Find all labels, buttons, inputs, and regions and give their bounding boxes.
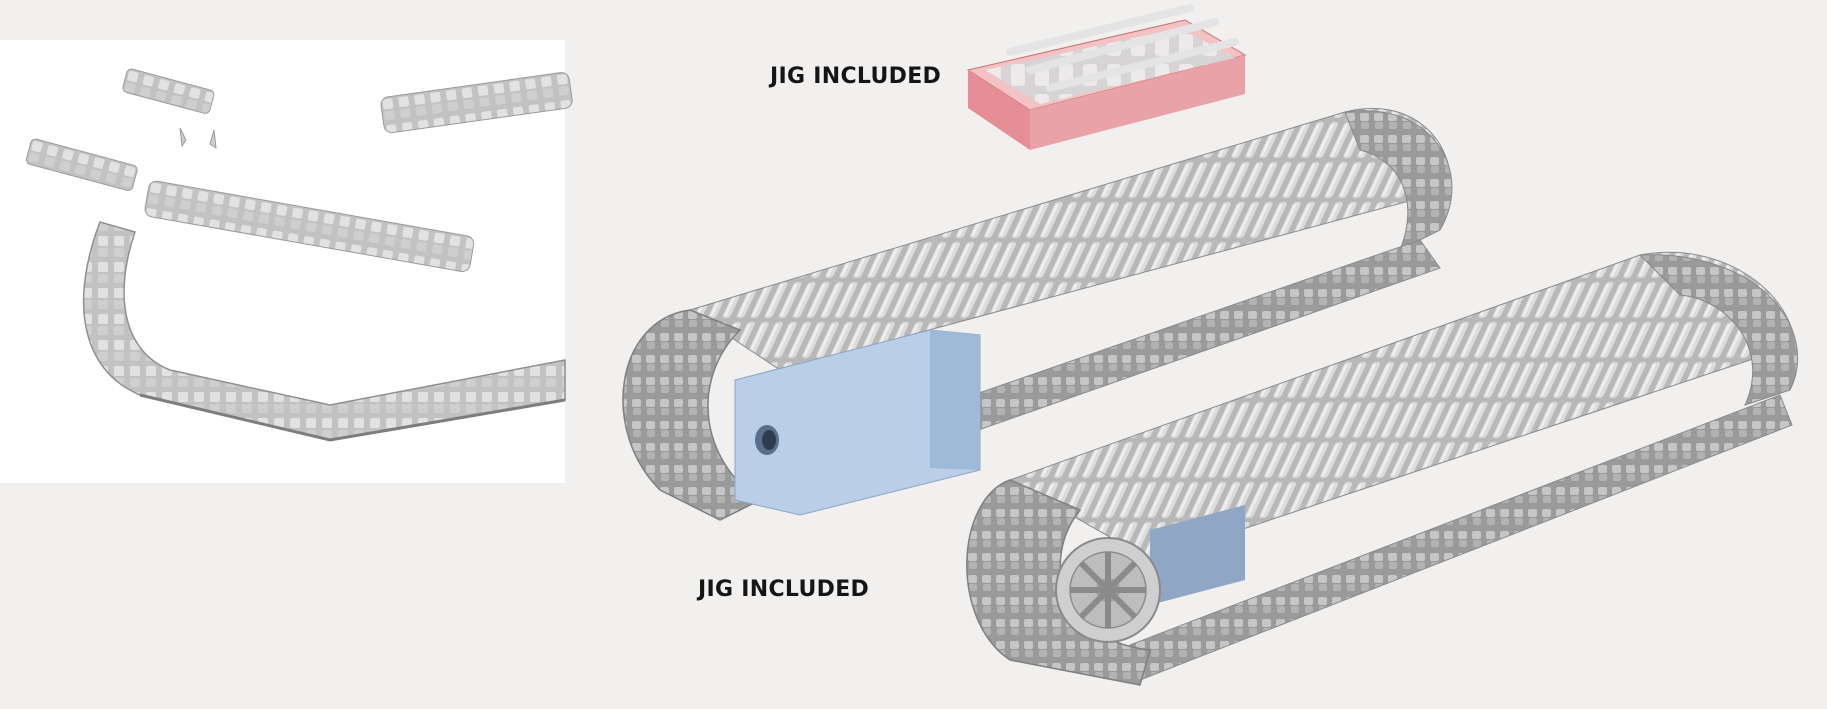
track-assembly-with-sprocket-icon: [966, 251, 1799, 686]
exploded-track-links-icon: [0, 40, 573, 483]
jig-included-label-top: JIG INCLUDED: [770, 64, 942, 89]
jig-included-label-bottom: JIG INCLUDED: [698, 577, 870, 602]
track-assembly-with-blue-jig-icon: [622, 107, 1453, 521]
pink-link-jig-icon: [966, 4, 1247, 150]
